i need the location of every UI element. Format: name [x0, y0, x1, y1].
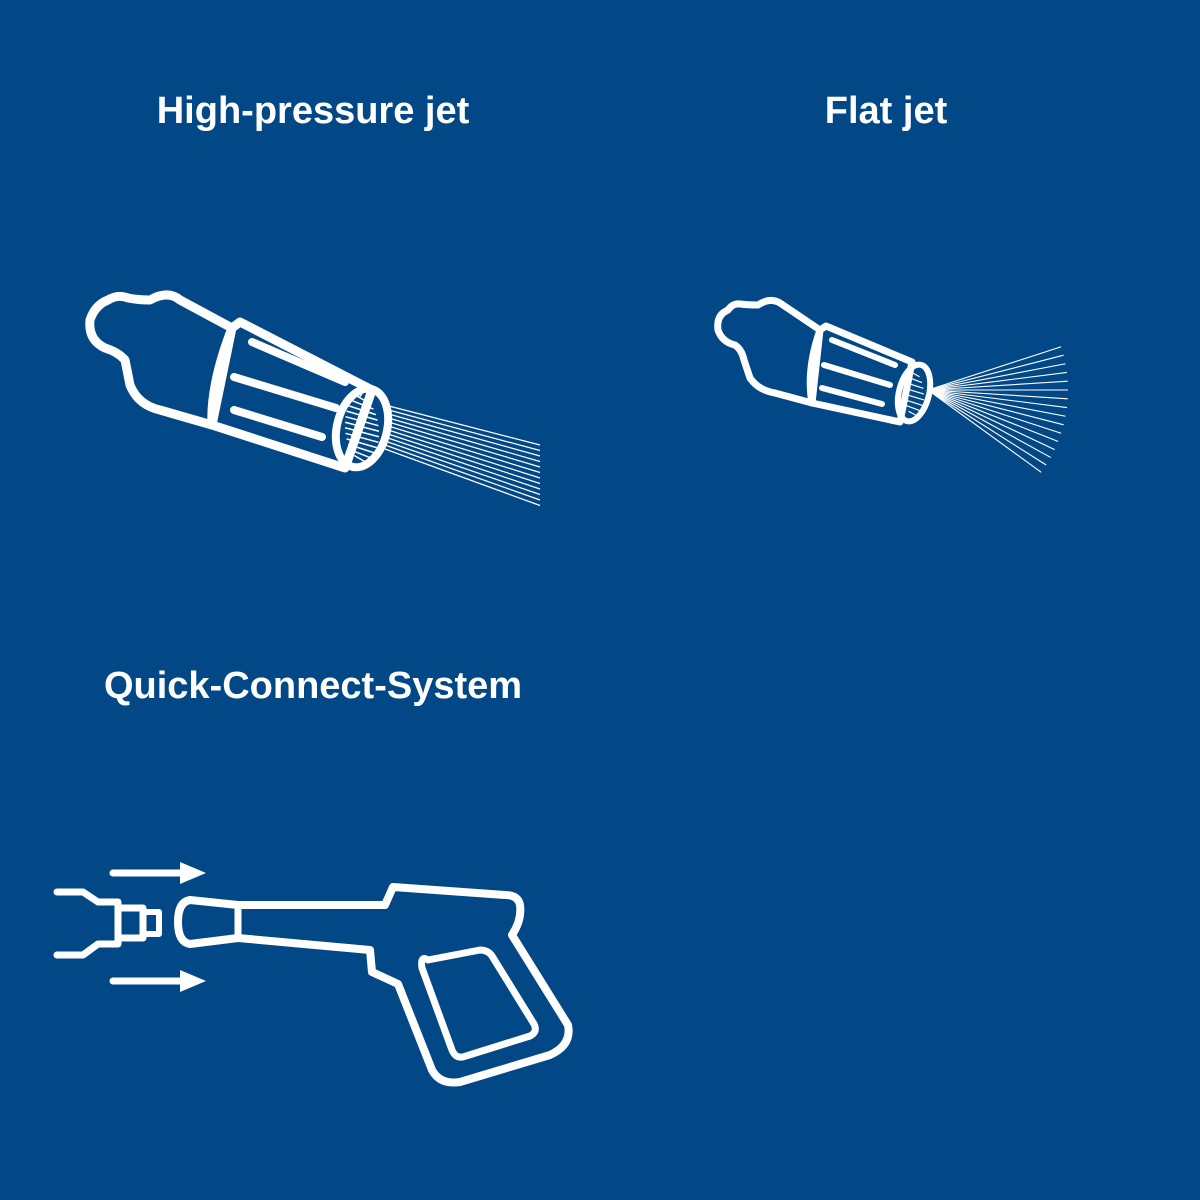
spray-line [346, 410, 378, 421]
spray-line [345, 432, 379, 444]
spray-line [345, 415, 379, 427]
spray-line [927, 389, 1055, 451]
spray-line [927, 389, 1064, 426]
spray-line [350, 399, 374, 410]
spray-line [384, 404, 541, 446]
spray-line [347, 443, 377, 455]
spray-line [384, 432, 541, 485]
spray-line [384, 436, 541, 490]
spray-line [384, 408, 541, 452]
spray-line [927, 389, 1059, 443]
arrow-right-icon [109, 862, 206, 884]
spray-line [346, 438, 378, 449]
spray-line [344, 421, 380, 432]
spray-line [358, 460, 366, 471]
spray-line [353, 454, 371, 466]
spray-line [903, 387, 925, 395]
spray-line [347, 404, 377, 416]
feature-label-flat-jet: Flat jet [824, 90, 948, 132]
spray-line [384, 420, 541, 468]
spray-line [908, 370, 920, 378]
spray-line [384, 412, 541, 457]
spray-line [927, 380, 1068, 391]
spray-line [353, 393, 371, 405]
spray-line [908, 410, 920, 418]
spray-line [384, 444, 541, 501]
spray-line [384, 448, 541, 507]
spray-line [927, 354, 1064, 391]
spray-line [927, 389, 1042, 473]
spray-line [927, 389, 1067, 409]
spray-line [904, 399, 924, 407]
spray-line [344, 427, 380, 438]
spray-line [384, 440, 541, 496]
spray-line [358, 388, 366, 399]
spray-line [911, 364, 917, 372]
spray-line [927, 389, 1068, 400]
spray-line [384, 428, 541, 479]
spray-line [384, 424, 541, 474]
spray-line [384, 416, 541, 463]
spray-line [905, 375, 923, 384]
spray-line [927, 389, 1062, 434]
spray-line [904, 381, 924, 389]
spray-line [927, 363, 1066, 391]
spray-line [927, 371, 1067, 391]
spray-line [911, 416, 917, 424]
spray-line [350, 449, 374, 460]
spray-line [905, 404, 923, 413]
feature-label-quick-connect-system: Quick-Connect-System [103, 665, 523, 707]
feature-label-high-pressure-jet: High-pressure jet [156, 90, 470, 132]
spray-line [903, 393, 925, 401]
arrow-right-icon [109, 970, 206, 992]
spray-line [927, 389, 1066, 417]
spray-line [927, 389, 1051, 458]
spray-line [927, 346, 1062, 391]
spray-line [927, 389, 1047, 466]
